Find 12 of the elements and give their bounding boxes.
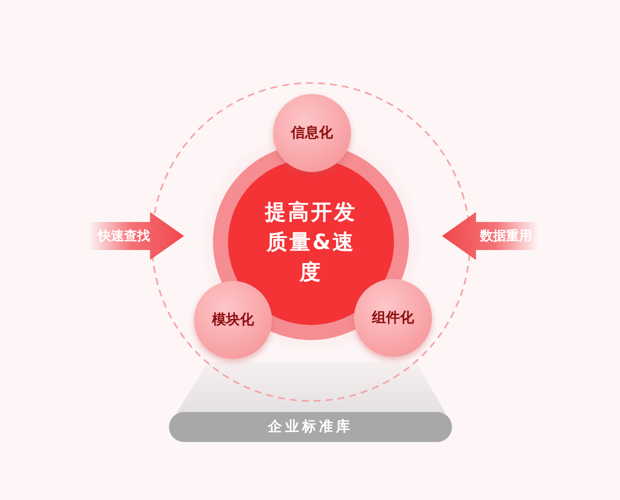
- arrow-shape: [442, 212, 538, 260]
- circle-node: [354, 279, 432, 357]
- circle-node: [194, 281, 272, 359]
- node-label: 快速查找: [98, 228, 150, 245]
- node-label: 企业标准库: [268, 418, 353, 436]
- arrow-shape: [88, 212, 184, 260]
- node-label: 数据重用: [480, 228, 532, 245]
- label-bar: [169, 412, 452, 442]
- node-label: 提高开发质量&速度: [264, 199, 358, 286]
- node-label: 信息化: [291, 124, 333, 142]
- node-label: 组件化: [372, 309, 414, 327]
- node-label: 模块化: [212, 311, 254, 329]
